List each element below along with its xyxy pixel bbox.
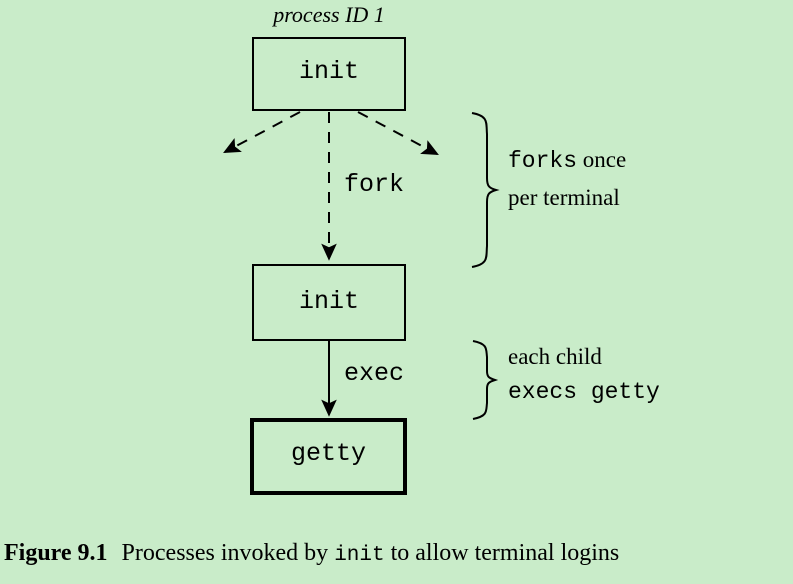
node-getty-label: getty (290, 439, 366, 468)
edge-label-fork: fork (344, 170, 405, 199)
figure-caption-text-before: Processes invoked by (121, 540, 335, 566)
annotation-forks-once: once (577, 147, 627, 172)
figure-caption-number: Figure 9.1 (4, 540, 108, 566)
edge-fork-left (223, 111, 301, 154)
node-getty-box (250, 418, 407, 495)
figure-caption-text-after: to allow terminal logins (384, 540, 620, 566)
annotation-forks-keyword: forks (508, 148, 578, 174)
node-init-top-label: init (298, 57, 359, 86)
edge-label-exec: exec (344, 359, 405, 388)
annotation-forks-once-per-terminal: forks once per terminal (508, 148, 626, 209)
process-id-label: process ID 1 (273, 2, 385, 27)
node-init-top-box (252, 37, 406, 111)
annotation-per-terminal: per terminal (508, 185, 620, 210)
figure-caption: Figure 9.1 Processes invoked by init to a… (4, 540, 619, 567)
brace-forks (471, 112, 500, 268)
figure-caption-code: init (334, 544, 385, 567)
brace-execs (472, 340, 499, 420)
annotation-each-child-execs-getty: each child execs getty (508, 345, 660, 404)
node-init-mid-label: init (298, 287, 359, 316)
annotation-execs-getty: execs getty (508, 379, 660, 405)
annotation-each-child: each child (508, 344, 602, 369)
edge-fork-right (357, 111, 439, 156)
